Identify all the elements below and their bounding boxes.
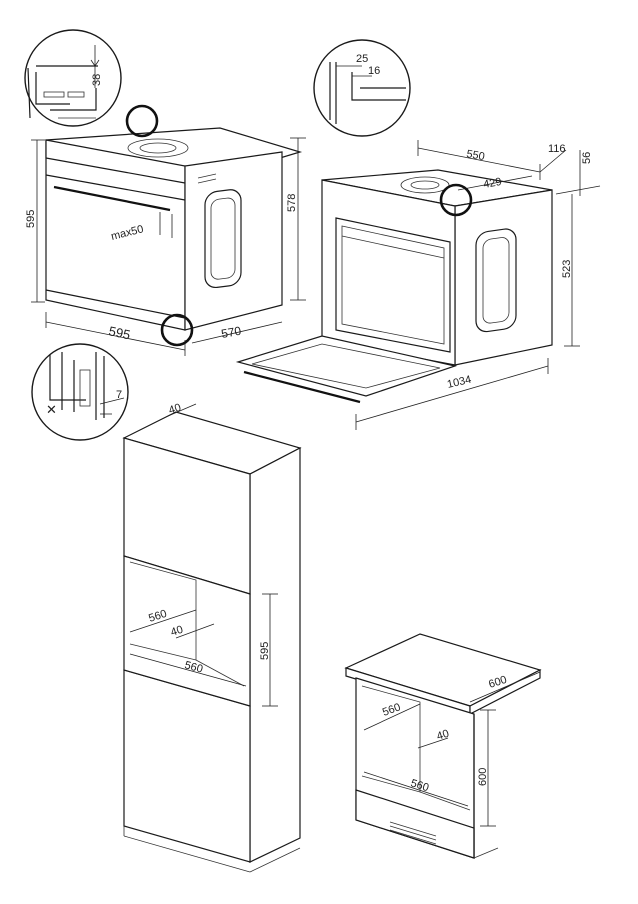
cabinet-niche-width-label: 560 (183, 659, 204, 675)
under-niche-depth-label: 560 (381, 701, 402, 719)
open-oven-door (235, 335, 458, 397)
oven-width-label: 595 (107, 323, 131, 342)
tall-cabinet-dimensions: 40 560 40 560 595 (129, 402, 278, 707)
detail-bottom-left: ✕ 7 (31, 343, 129, 441)
open-inner-width-label: 429 (482, 176, 502, 191)
under-niche-width-label: 560 (409, 777, 430, 794)
cabinet-niche (123, 555, 251, 707)
control-panel-vents (389, 821, 437, 845)
under-back-gap-label: 40 (435, 728, 450, 743)
oven-door-handle (53, 185, 171, 212)
cabinet-niche-height-label: 595 (259, 642, 271, 660)
under-counter-dimensions: 600 560 40 560 600 (363, 671, 541, 827)
oven-closed (45, 127, 303, 331)
oven-side-vent (204, 189, 242, 289)
open-top-b-label: 56 (581, 152, 593, 164)
tall-cabinet (122, 411, 302, 873)
under-counter-cabinet (344, 633, 542, 859)
open-height-label: 523 (561, 260, 573, 278)
cabinet-side (249, 447, 301, 863)
cabinet-niche-depth-label: 560 (147, 608, 168, 625)
oven-open-dimensions: 550 429 116 56 523 1034 (355, 140, 601, 430)
open-width-label: 550 (465, 148, 485, 163)
detail-top-right: 25 16 (313, 39, 411, 137)
oven-depth-label: 570 (220, 324, 242, 341)
detail-marker-top (125, 104, 159, 138)
detail-top-left: 38 (24, 29, 122, 127)
oven-open (235, 169, 553, 404)
detail-door-a: 25 (356, 53, 368, 65)
oven-height-label: 595 (25, 210, 37, 228)
detail-cross-mark: ✕ (46, 402, 57, 417)
open-depth-label: 1034 (446, 374, 473, 391)
oven-fan-inner (139, 142, 177, 154)
detail-marker-bottom (160, 313, 194, 347)
oven-fan-ring (127, 138, 189, 158)
detail-bottom-value: 7 (116, 389, 122, 401)
under-niche-height-label: 600 (477, 768, 489, 786)
open-oven-cavity (335, 217, 451, 353)
detail-top-value: 38 (91, 74, 103, 86)
cabinet-top-gap-label: 40 (167, 402, 182, 417)
open-oven-door-handle (243, 370, 361, 404)
detail-marker-right (439, 183, 473, 217)
oven-closed-dimensions: 595 595 570 578 max50 (25, 104, 306, 356)
oven-side-height-label: 578 (286, 194, 298, 212)
cabinet-back-gap-label: 40 (169, 624, 184, 639)
open-top-a-label: 116 (548, 143, 566, 155)
detail-door-b: 16 (368, 65, 380, 77)
open-oven-side-vent (475, 228, 517, 333)
counter-depth-label: 600 (487, 674, 508, 691)
